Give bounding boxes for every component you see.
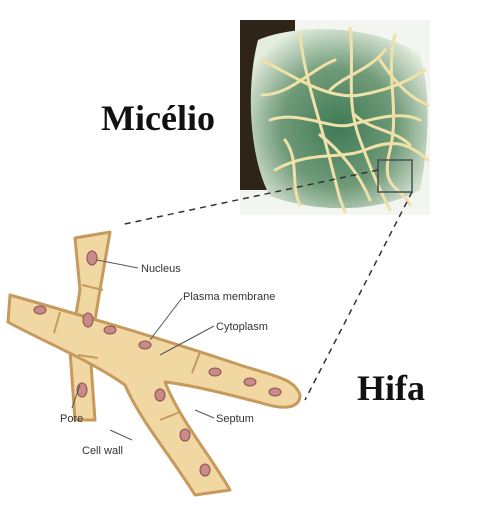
label-cell-wall: Cell wall — [82, 445, 123, 457]
label-cytoplasm: Cytoplasm — [216, 321, 268, 333]
label-plasma-membrane: Plasma membrane — [183, 291, 275, 303]
label-septum: Septum — [216, 413, 254, 425]
mycelium-photo — [240, 20, 430, 215]
title-mycelium: Micélio — [101, 97, 215, 139]
title-hypha: Hifa — [357, 367, 425, 409]
label-nucleus: Nucleus — [141, 263, 181, 275]
label-pore: Pore — [60, 413, 83, 425]
